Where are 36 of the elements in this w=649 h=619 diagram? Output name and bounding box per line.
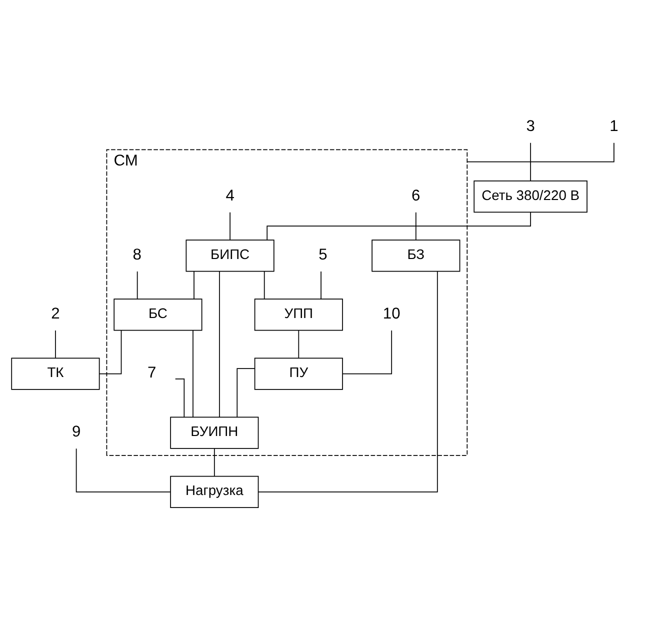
connector — [55, 330, 56, 358]
node-text: 6 — [412, 187, 420, 204]
connector — [98, 330, 122, 374]
connector — [320, 271, 322, 300]
node-text: 10 — [382, 306, 400, 323]
node-text: 4 — [226, 187, 234, 204]
node-box: БЗ — [372, 240, 460, 272]
node-text: 8 — [132, 246, 142, 264]
node-box: Сеть 380/220 В — [474, 180, 588, 213]
connector — [214, 448, 215, 476]
node-box: ТК — [11, 358, 100, 390]
connector — [415, 212, 416, 240]
node-box: Нагрузка — [170, 476, 259, 508]
node-box: УПП — [254, 298, 343, 331]
connector — [136, 271, 138, 300]
connector — [342, 330, 392, 374]
node-text: 7 — [148, 364, 156, 382]
connector — [264, 271, 265, 300]
node-text: 5 — [318, 246, 328, 264]
connector — [298, 330, 300, 358]
connector — [530, 142, 531, 182]
node-text: 3 — [526, 118, 535, 135]
connector — [219, 270, 220, 418]
connector — [192, 330, 194, 418]
connector — [466, 142, 614, 162]
connector — [236, 368, 256, 418]
node-box: БИПС — [186, 240, 274, 272]
connector — [76, 448, 171, 492]
connector — [174, 378, 185, 418]
node-text: 1 — [610, 118, 618, 135]
node-box: БС — [114, 298, 202, 331]
connector — [258, 271, 438, 492]
node-box: БУИПН — [170, 416, 259, 449]
node-text: 9 — [72, 424, 81, 441]
node-box: ПУ — [254, 358, 343, 390]
node-text: 2 — [51, 306, 60, 323]
